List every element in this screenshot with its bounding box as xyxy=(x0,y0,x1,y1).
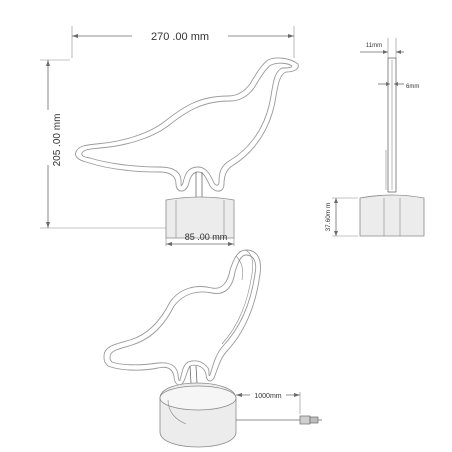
thickness-label: 6mm xyxy=(406,84,419,90)
base-height-dimension: 37.60m m xyxy=(325,197,358,237)
width-dimension: 270 .00 mm xyxy=(71,26,295,58)
cable-dimension: 1000mm xyxy=(236,389,301,414)
perspective-dinosaur-outline xyxy=(103,249,261,386)
side-base xyxy=(359,194,425,237)
width-label: 270 .00 mm xyxy=(151,31,209,43)
thickness-dimension: 6mm xyxy=(378,82,419,90)
height-dimension: 205 .00 mm xyxy=(40,59,166,229)
depth-dimension: 11mm xyxy=(360,38,404,58)
perspective-base xyxy=(159,382,237,448)
base-width-label: 85 .00 mm xyxy=(185,232,228,242)
side-view: 11mm 6mm 37.60m m xyxy=(325,38,425,237)
front-stand xyxy=(195,172,203,198)
side-panel xyxy=(385,57,397,193)
depth-label: 11mm xyxy=(366,43,382,49)
perspective-view: 1000mm xyxy=(103,249,322,448)
base-height-label: 37.60m m xyxy=(325,203,332,232)
height-label: 205 .00 mm xyxy=(52,114,63,167)
cable-label: 1000mm xyxy=(254,393,281,400)
power-cable xyxy=(236,415,322,425)
base-width-dimension: 85 .00 mm xyxy=(165,232,235,246)
front-view: 270 .00 mm 205 .00 mm xyxy=(40,26,299,246)
front-base xyxy=(165,196,235,239)
dinosaur-neon-outline xyxy=(75,57,299,192)
